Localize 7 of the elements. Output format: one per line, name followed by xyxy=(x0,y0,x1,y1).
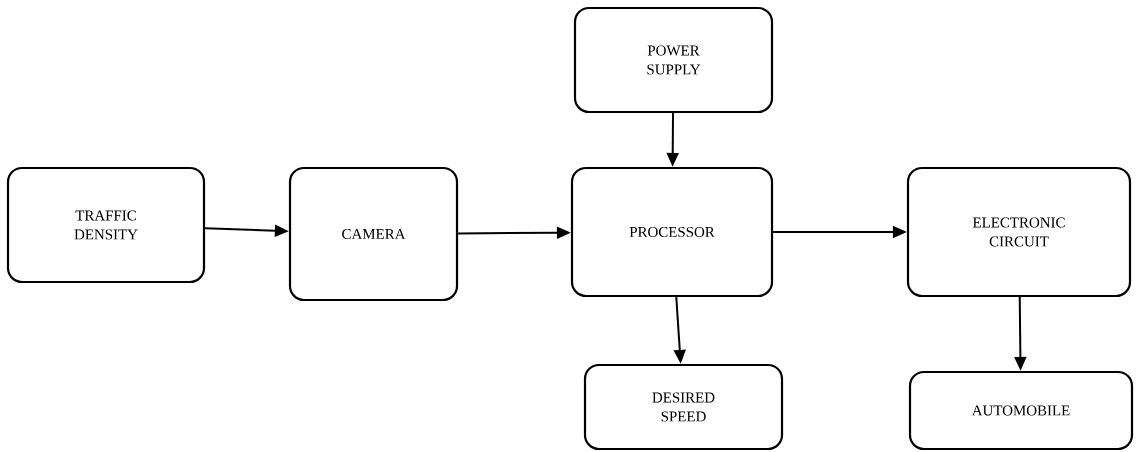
process-box: PROCESSOR xyxy=(570,166,774,298)
process-box: ELECTRONIC CIRCUIT xyxy=(906,166,1132,298)
process-box: AUTOMOBILE xyxy=(908,370,1134,451)
process-box: CAMERA xyxy=(288,166,459,302)
process-box: TRAFFIC DENSITY xyxy=(6,166,206,284)
process-box: DESIRED SPEED xyxy=(583,363,784,451)
process-box: POWER SUPPLY xyxy=(573,6,774,114)
